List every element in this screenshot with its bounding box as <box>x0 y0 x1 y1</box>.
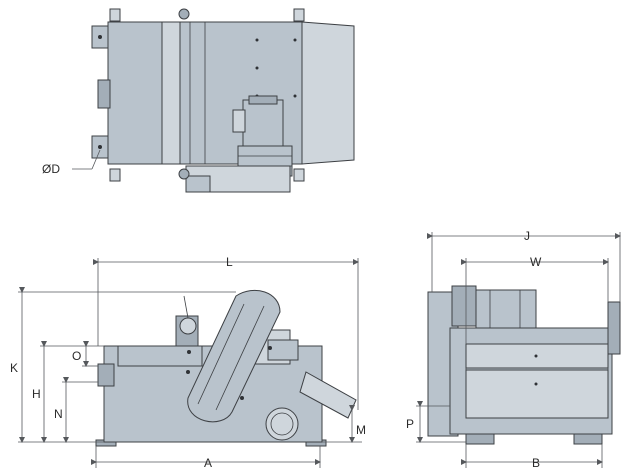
top-view: ØD <box>42 8 355 193</box>
dim-label-m: M <box>356 423 366 437</box>
dim-label-w: W <box>530 255 542 269</box>
dim-label-h: H <box>32 387 41 401</box>
dim-label-j: J <box>524 229 530 243</box>
dim-label-d: ØD <box>42 162 60 176</box>
dim-label-a: A <box>204 456 212 470</box>
end-view: J W P B <box>406 229 621 470</box>
side-view: L K H N O A M <box>10 255 366 470</box>
dim-label-l: L <box>226 255 233 269</box>
dim-label-b: B <box>532 456 540 470</box>
dim-label-n: N <box>54 407 63 421</box>
dim-label-p: P <box>406 417 414 431</box>
dim-label-k: K <box>10 361 18 375</box>
dim-label-o: O <box>72 349 81 363</box>
